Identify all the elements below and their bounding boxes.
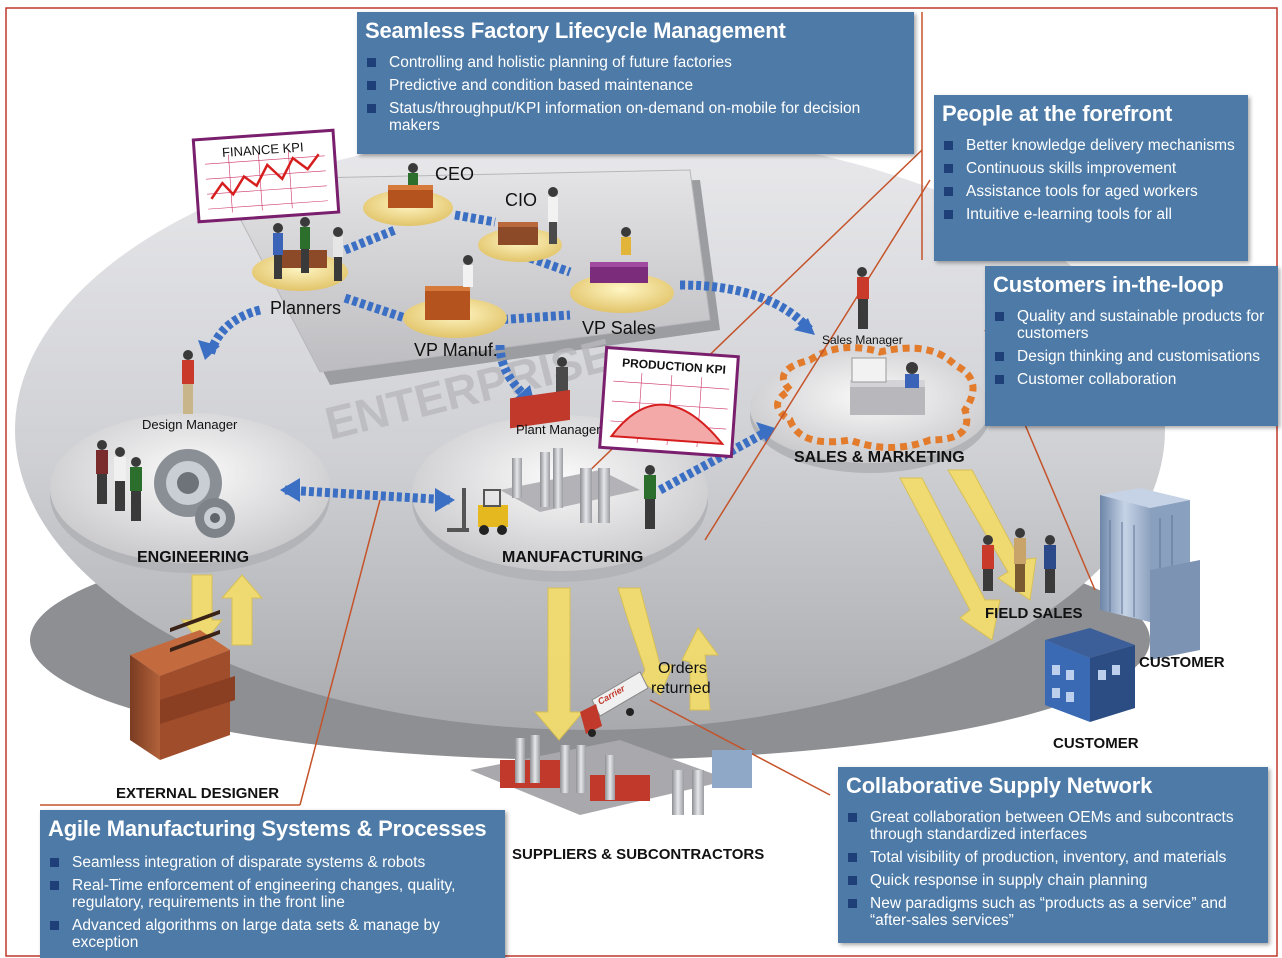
factory-building (500, 389, 640, 523)
bullet-item: Continuous skills improvement (942, 160, 1238, 177)
design-manager-label: Design Manager (142, 417, 238, 432)
bullet-item: Design thinking and customisations (993, 348, 1268, 365)
manufacturing-label: MANUFACTURING (502, 549, 643, 566)
office-desks (282, 185, 648, 320)
panel-bullets: Great collaboration between OEMs and sub… (846, 809, 1258, 929)
bullet-item: Great collaboration between OEMs and sub… (846, 809, 1258, 843)
bullet-item: Intuitive e-learning tools for all (942, 206, 1238, 223)
panel-title: Collaborative Supply Network (846, 773, 1153, 798)
bullet-item: Advanced algorithms on large data sets &… (48, 917, 495, 951)
external-designer-building (130, 609, 235, 760)
bullet-item: Controlling and holistic planning of fut… (365, 54, 904, 71)
panel-title: People at the forefront (942, 101, 1173, 126)
sales-manager-label: Sales Manager (822, 333, 903, 347)
bullet-item: Seamless integration of disparate system… (48, 854, 495, 871)
cio-label: CIO (505, 190, 537, 210)
external-designer-label: EXTERNAL DESIGNER (116, 785, 279, 802)
bullet-item: Status/throughput/KPI information on-dem… (365, 100, 904, 134)
sales-desk (850, 357, 925, 415)
panel-title: Seamless Factory Lifecycle Management (365, 18, 786, 43)
field-sales-label: FIELD SALES (985, 605, 1083, 622)
panel-collaborative-supply-network: Collaborative Supply Network Great colla… (838, 767, 1268, 943)
finance-kpi-label: FINANCE KPI (222, 139, 304, 160)
panel-bullets: Better knowledge delivery mechanisms Con… (942, 137, 1238, 223)
bullet-item: Customer collaboration (993, 371, 1268, 388)
vp-sales-label: VP Sales (582, 318, 656, 338)
panel-agile-manufacturing: Agile Manufacturing Systems & Processes … (40, 810, 505, 958)
panel-title: Customers in-the-loop (993, 272, 1224, 297)
carrier-truck (580, 671, 649, 737)
bullet-item: Total visibility of production, inventor… (846, 849, 1258, 866)
panel-factory-lifecycle: Seamless Factory Lifecycle Management Co… (357, 12, 914, 154)
planners-label: Planners (270, 298, 341, 318)
forklift (447, 488, 508, 535)
vp-manuf-label: VP Manuf. (414, 340, 498, 360)
ceo-label: CEO (435, 164, 474, 184)
bullet-item: Quick response in supply chain planning (846, 872, 1258, 889)
sales-marketing-label: SALES & MARKETING (794, 449, 965, 466)
panel-bullets: Seamless integration of disparate system… (48, 854, 495, 951)
people-figures (96, 163, 1056, 593)
suppliers-label: SUPPLIERS & SUBCONTRACTORS (512, 846, 764, 863)
bullet-item: New paradigms such as “products as a ser… (846, 895, 1258, 929)
engineering-label: ENGINEERING (137, 549, 249, 566)
finance-kpi-board (191, 128, 341, 224)
panel-customers-in-the-loop: Customers in-the-loop Quality and sustai… (985, 266, 1278, 426)
panel-title: Agile Manufacturing Systems & Processes (48, 816, 487, 841)
customer-label-1: CUSTOMER (1139, 654, 1225, 671)
bullet-item: Real-Time enforcement of engineering cha… (48, 877, 495, 911)
bullet-item: Predictive and condition based maintenan… (365, 77, 904, 94)
bullet-item: Quality and sustainable products for cus… (993, 308, 1268, 342)
panel-people-forefront: People at the forefront Better knowledge… (934, 95, 1248, 261)
production-kpi-board (598, 345, 740, 459)
bullet-item: Assistance tools for aged workers (942, 183, 1238, 200)
outer-frame (5, 7, 1278, 957)
arrowheads-blue (198, 318, 815, 512)
flow-arrows (180, 469, 1037, 741)
customer-label-2: CUSTOMER (1053, 735, 1139, 752)
panel-bullets: Controlling and holistic planning of fut… (365, 54, 904, 134)
customer-building (1045, 628, 1135, 722)
returned-label: returned (651, 680, 711, 697)
sales-highlight-cloud (774, 344, 977, 451)
panel-bullets: Quality and sustainable products for cus… (993, 308, 1268, 388)
bullet-item: Better knowledge delivery mechanisms (942, 137, 1238, 154)
plant-manager-label: Plant Manager (516, 422, 601, 437)
customer-tower (1100, 488, 1200, 660)
suppliers-factory (470, 735, 752, 815)
gears-icon (154, 449, 235, 538)
orders-label: Orders (658, 660, 707, 677)
